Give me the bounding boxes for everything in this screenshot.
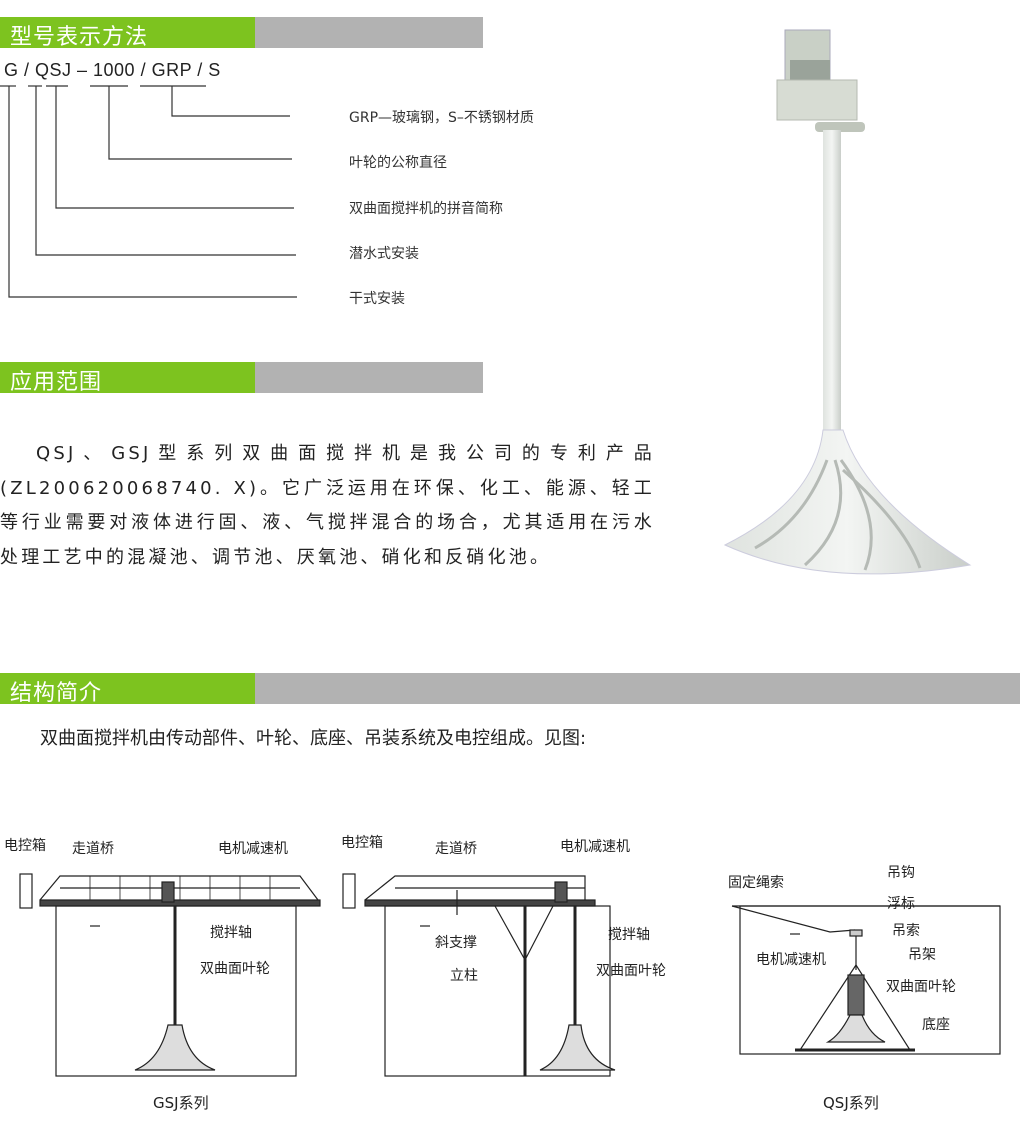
label-impeller: 双曲面叶轮	[596, 963, 666, 979]
legend-submersible: 潜水式安装	[349, 246, 419, 262]
application-paragraph: QSJ、GSJ型系列双曲面搅拌机是我公司的专利产品(ZL200620068740…	[0, 437, 655, 575]
label-shaft: 搅拌轴	[608, 927, 650, 943]
label-lifting-rope: 吊索	[892, 923, 920, 939]
label-float: 浮标	[887, 896, 915, 912]
section-header-structure: 结构简介	[0, 673, 1020, 706]
caption-qsj: QSJ系列	[823, 1094, 879, 1112]
label-hook: 吊钩	[887, 865, 915, 881]
label-control-box: 电控箱	[341, 835, 383, 851]
qsj-diagram	[731, 905, 1001, 1055]
gsj-diagram-2	[342, 873, 616, 1077]
label-diagonal-brace: 斜支撑	[435, 935, 477, 951]
legend-diameter: 叶轮的公称直径	[349, 155, 447, 171]
label-column: 立柱	[450, 968, 478, 984]
label-base: 底座	[922, 1017, 950, 1033]
section-title: 结构简介	[10, 681, 103, 706]
section-title: 应用范围	[10, 370, 103, 395]
structure-text: 双曲面搅拌机由传动部件、叶轮、底座、吊装系统及电控组成。见图:	[40, 728, 587, 749]
section-header-model: 型号表示方法	[0, 17, 483, 50]
label-fixing-rope: 固定绳索	[728, 875, 784, 891]
label-motor-reducer: 电机减速机	[756, 952, 826, 968]
label-control-box: 电控箱	[4, 838, 46, 854]
legend-material: GRP—玻璃钢，S–不锈钢材质	[349, 110, 534, 126]
model-code: G / QSJ – 1000 / GRP / S	[4, 60, 221, 80]
model-code-leader-lines	[0, 85, 297, 298]
gsj-diagram-1	[19, 873, 321, 1077]
section-header-accent	[0, 362, 255, 393]
label-walkway-bridge: 走道桥	[435, 841, 477, 857]
label-walkway-bridge: 走道桥	[72, 841, 114, 857]
label-motor-reducer: 电机减速机	[218, 841, 288, 857]
section-header-application: 应用范围	[0, 362, 483, 395]
label-impeller: 双曲面叶轮	[200, 961, 270, 977]
product-image	[723, 29, 972, 575]
application-text: QSJ、GSJ型系列双曲面搅拌机是我公司的专利产品(ZL200620068740…	[0, 443, 655, 568]
label-impeller: 双曲面叶轮	[886, 979, 956, 995]
caption-gsj: GSJ系列	[153, 1094, 209, 1112]
section-title: 型号表示方法	[10, 25, 149, 50]
section-header-accent	[0, 673, 255, 704]
legend-abbreviation: 双曲面搅拌机的拼音简称	[349, 201, 503, 217]
label-lifting-frame: 吊架	[908, 947, 936, 963]
label-shaft: 搅拌轴	[210, 925, 252, 941]
section-header-accent	[0, 17, 255, 48]
label-motor-reducer: 电机减速机	[560, 839, 630, 855]
legend-dry: 干式安装	[349, 291, 405, 307]
